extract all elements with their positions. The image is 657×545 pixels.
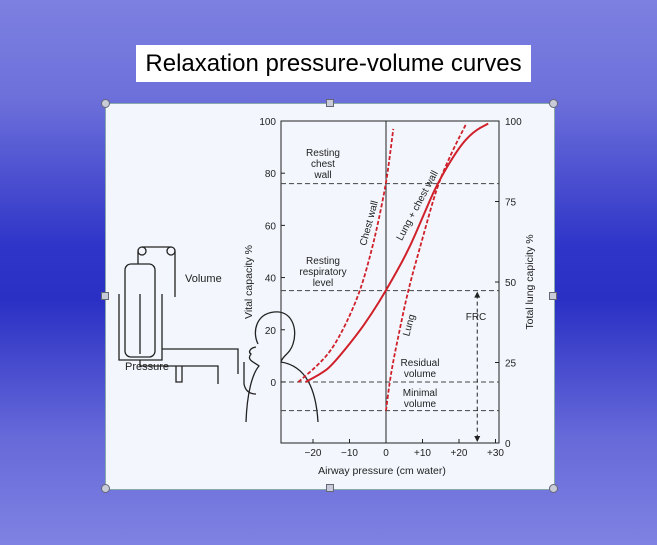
label-residual-1: Residual [401, 358, 440, 369]
y-tick-label-4: 80 [265, 169, 277, 180]
y-tick-label-2: 40 [265, 274, 277, 285]
x-tick-label-5: +30 [487, 448, 504, 459]
frc-arrow-head-top [474, 291, 481, 298]
frc-arrow-head-bottom [474, 436, 481, 442]
y2-axis-label: Total lung capicity % [524, 234, 536, 329]
x-tick-label-2: 0 [383, 448, 389, 459]
x-tick-label-4: +20 [451, 448, 468, 459]
series-line-2 [305, 122, 489, 383]
y2-tick-label-4: 100 [505, 117, 522, 128]
series-line-0 [297, 128, 395, 383]
resize-handle-left[interactable] [101, 292, 109, 300]
label-minimal-1: Minimal [403, 388, 437, 399]
spirometer-apparatus-illustration [118, 246, 319, 423]
x-tick-label-1: −10 [341, 448, 358, 459]
label-residual-2: volume [404, 369, 437, 380]
resize-handle-bottom-right[interactable] [549, 484, 558, 493]
x-tick-label-0: −20 [305, 448, 322, 459]
resize-handle-top-left[interactable] [101, 99, 110, 108]
x-axis-label: Airway pressure (cm water) [318, 465, 446, 477]
label-minimal-2: volume [404, 399, 437, 410]
label-resting-level-2: respiratory [299, 267, 346, 278]
label-resting-chest-wall-1: Resting [306, 148, 340, 159]
label-resting-chest-wall-2: chest [311, 159, 335, 170]
resize-handle-top-right[interactable] [549, 99, 558, 108]
y-tick-label-5: 100 [259, 117, 276, 128]
y-axis-label: Vital capacity % [243, 245, 255, 319]
pressure-label: Pressure [125, 361, 169, 373]
resize-handle-bottom[interactable] [326, 484, 334, 492]
y2-tick-label-2: 50 [505, 278, 517, 289]
series-label-lung: Lung [401, 313, 417, 337]
resize-handle-bottom-left[interactable] [101, 484, 110, 493]
resize-handle-right[interactable] [549, 292, 557, 300]
volume-label: Volume [185, 273, 222, 285]
y2-tick-label-3: 75 [505, 198, 517, 209]
frc-label: FRC [466, 312, 487, 323]
x-tick-label-3: +10 [414, 448, 431, 459]
y-tick-label-1: 20 [265, 326, 277, 337]
resize-handle-top[interactable] [326, 99, 334, 107]
series-label-lung-chest-wall: Lung + chest wall [395, 169, 441, 243]
slide-title[interactable]: Relaxation pressure-volume curves [136, 45, 531, 82]
label-resting-level-1: Resting [306, 256, 340, 267]
y-tick-label-3: 60 [265, 221, 277, 232]
frc-arrow [474, 291, 481, 442]
label-resting-level-3: level [313, 278, 334, 289]
label-resting-chest-wall-3: wall [313, 170, 331, 181]
y2-tick-label-0: 0 [505, 439, 511, 450]
y2-tick-label-1: 25 [505, 359, 517, 370]
y-tick-label-0: 0 [270, 378, 276, 389]
